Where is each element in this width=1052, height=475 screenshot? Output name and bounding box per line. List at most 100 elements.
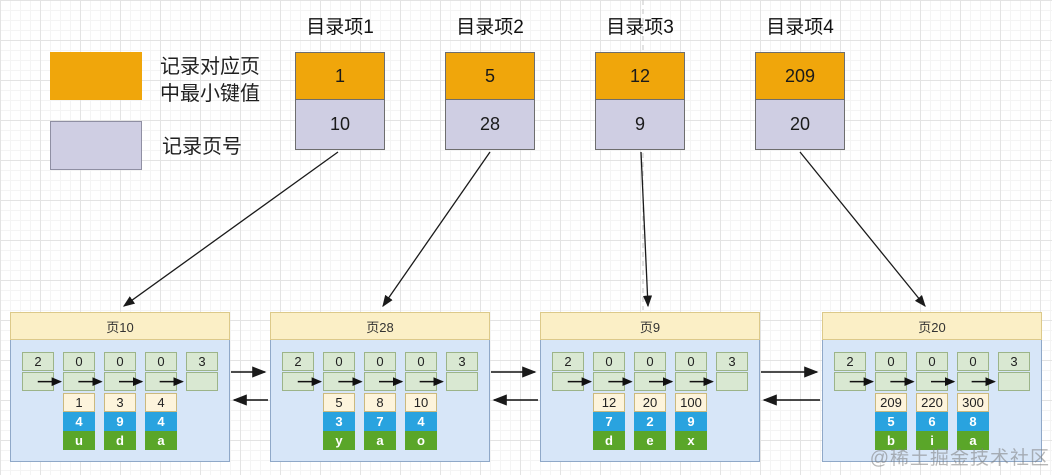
directory-entry-3-title: 目录项3: [606, 17, 674, 38]
directory-entry-2-title: 目录项2: [456, 17, 524, 38]
directory-entry-4-title: 目录项4: [766, 17, 834, 38]
slot-count: 2: [282, 352, 314, 371]
directory-entry-3: 目录项3 12 9: [595, 17, 685, 150]
record-chain-arrows: [37, 377, 184, 387]
record-key: 300: [957, 393, 989, 412]
slot-count: 0: [63, 352, 95, 371]
arrow-dir1-to-page10: [122, 151, 339, 307]
record-col3: x: [675, 431, 707, 450]
record-col2: 4: [145, 412, 177, 431]
record-col3: b: [875, 431, 907, 450]
directory-entry-3-page-no: 9: [595, 100, 685, 150]
record-col2: 7: [364, 412, 396, 431]
watermark: @稀土掘金技术社区: [869, 448, 1050, 469]
slot-count: 0: [634, 352, 666, 371]
record-key: 100: [675, 393, 707, 412]
slot: 3: [186, 352, 218, 392]
record-col2: 6: [916, 412, 948, 431]
record-key: 1: [63, 393, 95, 412]
record-key: 3: [104, 393, 136, 412]
slot-count: 3: [446, 352, 478, 371]
directory-entry-1-page-no: 10: [295, 100, 385, 150]
slot-count: 2: [552, 352, 584, 371]
legend-min-key-line1: 记录对应页: [160, 56, 260, 78]
directory-entry-1: 目录项1 1 10: [295, 17, 385, 150]
slot-pointer-cell: [716, 372, 748, 391]
slot-count: 0: [593, 352, 625, 371]
record-col2: 3: [323, 412, 355, 431]
record-col2: 2: [634, 412, 666, 431]
record-key: 8: [364, 393, 396, 412]
slot-count: 0: [364, 352, 396, 371]
slot-count: 3: [716, 352, 748, 371]
legend-min-key-line2: 中最小键值: [160, 83, 260, 105]
slot-count: 0: [323, 352, 355, 371]
arrow-dir3-to-page9: [640, 151, 653, 308]
page-28-title: 页28: [270, 312, 490, 340]
record-col3: d: [593, 431, 625, 450]
record-col3: a: [957, 431, 989, 450]
slot-count: 0: [875, 352, 907, 371]
record-key: 220: [916, 393, 948, 412]
slot-pointer-cell: [186, 372, 218, 391]
slot-count: 0: [405, 352, 437, 371]
page-10-title: 页10: [10, 312, 230, 340]
record-col2: 9: [104, 412, 136, 431]
record-col3: e: [634, 431, 666, 450]
legend-min-key-label: 记录对应页 中最小键值: [160, 54, 260, 108]
directory-entry-2-min-key: 5: [445, 52, 535, 100]
slot-count: 3: [998, 352, 1030, 371]
slot-pointer-cell: [998, 372, 1030, 391]
record-col3: d: [104, 431, 136, 450]
page-9-title: 页9: [540, 312, 760, 340]
record-col3: y: [323, 431, 355, 450]
directory-entry-2: 目录项2 5 28: [445, 17, 535, 150]
record-chain-arrows: [567, 377, 714, 387]
slot-count: 0: [104, 352, 136, 371]
record-key: 4: [145, 393, 177, 412]
slot: 3: [446, 352, 478, 392]
record-chain-arrows: [297, 377, 444, 387]
record-col2: 4: [63, 412, 95, 431]
legend-min-key-swatch: [50, 52, 142, 100]
slot-count: 2: [834, 352, 866, 371]
record-key: 12: [593, 393, 625, 412]
legend-page-no-label: 记录页号: [162, 136, 242, 158]
record-key: 20: [634, 393, 666, 412]
directory-entry-4-min-key: 209: [755, 52, 845, 100]
slot-count: 0: [145, 352, 177, 371]
directory-entry-1-min-key: 1: [295, 52, 385, 100]
slot: 0: [323, 352, 355, 392]
directory-entry-1-title: 目录项1: [306, 17, 374, 38]
slot-count: 2: [22, 352, 54, 371]
record-col3: i: [916, 431, 948, 450]
slot: 3: [716, 352, 748, 392]
record-col3: u: [63, 431, 95, 450]
record-col2: 9: [675, 412, 707, 431]
directory-entry-3-min-key: 12: [595, 52, 685, 100]
record-key: 5: [323, 393, 355, 412]
record-col2: 7: [593, 412, 625, 431]
arrow-dir4-to-page20: [799, 151, 926, 308]
slot: 3: [998, 352, 1030, 392]
